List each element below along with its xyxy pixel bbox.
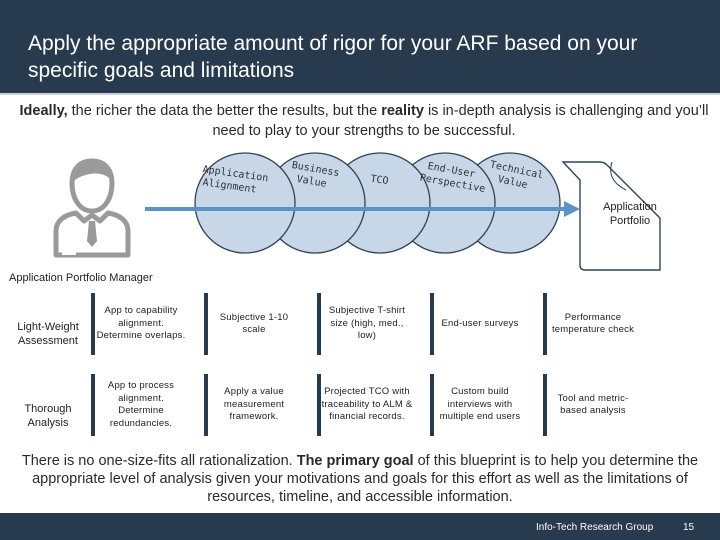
intro-part1: the richer the data the better the resul…: [67, 103, 382, 119]
row-label-line: Light-Weight: [17, 321, 79, 333]
cell-accent-bar: [91, 293, 95, 355]
cell-light-technical: Performance temperature check: [551, 311, 635, 336]
cell-accent-bar: [204, 374, 208, 436]
cell-light-business: Subjective 1-10 scale: [219, 311, 289, 336]
circle-application-alignment: [194, 152, 296, 254]
closing-paragraph: There is no one-size-fits all rationaliz…: [14, 452, 706, 506]
cell-accent-bar: [543, 374, 547, 436]
intro-part2: is in-depth analysis is challenging and …: [212, 103, 709, 139]
flow-arrow: [145, 201, 580, 217]
cell-thorough-end-user: Custom build interviews with multiple en…: [439, 386, 521, 423]
slide-title: Apply the appropriate amount of rigor fo…: [28, 32, 638, 82]
footer-bar: [0, 513, 720, 540]
cell-light-end-user: End-user surveys: [441, 317, 519, 329]
circle-label-value: Value: [296, 174, 328, 190]
rigor-diagram: Application Alignment Business Value TCO…: [145, 152, 661, 271]
portfolio-label-1: Application: [603, 201, 657, 213]
cell-accent-bar: [543, 293, 547, 355]
portfolio-document-icon: [561, 161, 661, 271]
assessment-circles: [194, 152, 561, 254]
cell-light-tco: Subjective T-shirt size (high, med., low…: [328, 305, 406, 342]
portfolio-label-2: Portfolio: [610, 215, 650, 227]
footer-brand: Info-Tech Research Group: [536, 522, 654, 533]
row-label-line: Analysis: [27, 417, 69, 429]
cell-thorough-alignment: App to process alignment. Determine redu…: [107, 380, 175, 429]
closing-part2: of this blueprint is to help you determi…: [32, 453, 699, 505]
row-label-light-weight: Light-Weight Assessment: [10, 320, 86, 348]
header-bar: [0, 0, 720, 93]
cell-accent-bar: [204, 293, 208, 355]
row-label-line: Assessment: [18, 335, 78, 347]
header-divider: [0, 93, 720, 95]
circle-label-tco: TCO: [370, 174, 389, 187]
cell-accent-bar: [430, 293, 434, 355]
cell-accent-bar: [430, 374, 434, 436]
portfolio-manager-icon: [53, 158, 131, 258]
page-number: 15: [683, 522, 695, 533]
cell-thorough-technical: Tool and metric-based analysis: [557, 392, 629, 417]
cell-light-alignment: App to capability alignment. Determine o…: [96, 305, 186, 342]
row-label-line: Thorough: [24, 403, 72, 415]
intro-lead: Ideally,: [19, 103, 68, 119]
cell-accent-bar: [91, 374, 95, 436]
cell-thorough-tco: Projected TCO with traceability to ALM &…: [321, 386, 413, 423]
closing-part1: There is no one-size-fits all rationaliz…: [21, 453, 297, 469]
intro-reality: reality: [381, 103, 424, 119]
portfolio-manager-label: Application Portfolio Manager: [9, 272, 153, 284]
cell-accent-bar: [317, 293, 321, 355]
row-label-thorough: Thorough Analysis: [10, 402, 86, 430]
cell-accent-bar: [317, 374, 321, 436]
cell-thorough-business: Apply a value measurement framework.: [223, 386, 285, 423]
closing-goal: The primary goal: [296, 453, 414, 469]
intro-paragraph: Ideally, the richer the data the better …: [14, 101, 714, 141]
